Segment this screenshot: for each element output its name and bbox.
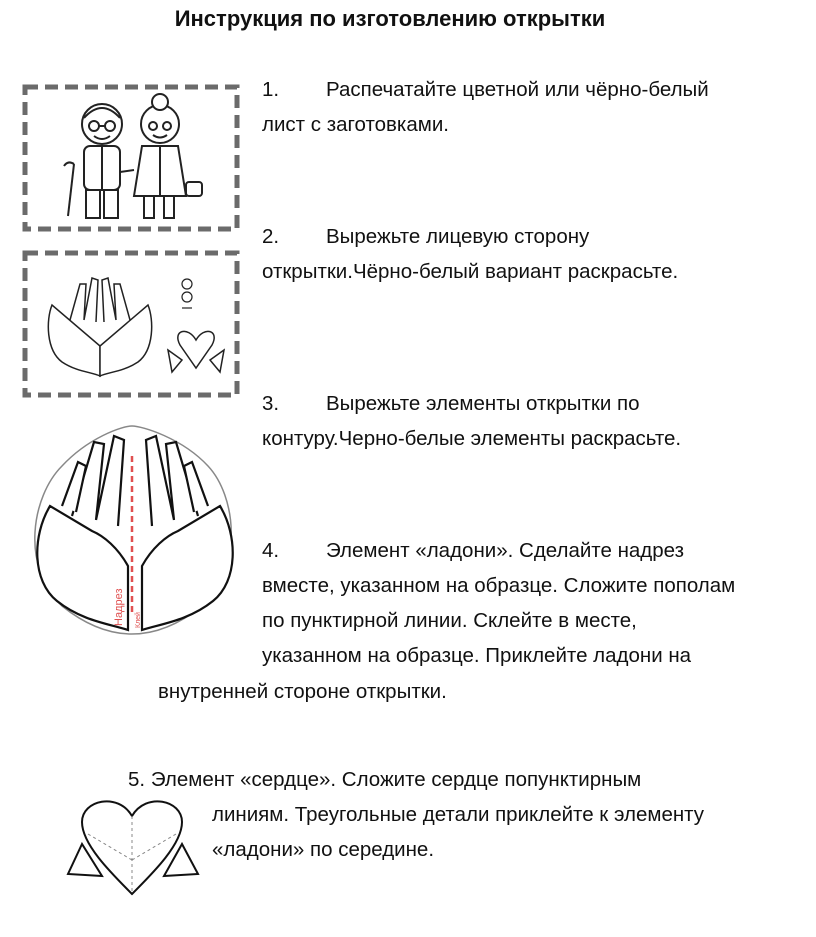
step-3: 3.Вырежьте элементы открытки по контуру.… bbox=[262, 386, 681, 456]
elements-frame bbox=[22, 250, 240, 398]
heart-icon bbox=[166, 330, 226, 374]
step-number: 4. bbox=[262, 539, 280, 562]
step-1: 1.Распечатайте цветной или чёрно-белый л… bbox=[262, 72, 709, 142]
card-front-frame bbox=[22, 84, 240, 232]
step-number: 2. bbox=[262, 225, 280, 248]
step-5-continued: линиям. Треугольные детали приклейте к э… bbox=[212, 803, 705, 861]
hands-element: Надрез Клей bbox=[34, 425, 234, 635]
step-5: 5. Элемент «сердце». Сложите сердце попу… bbox=[128, 768, 642, 791]
step-number: 1. bbox=[262, 78, 280, 101]
step-4: 4.Элемент «ладони». Сделайте надрез вмес… bbox=[262, 533, 735, 673]
heart-icon bbox=[66, 800, 200, 896]
step-number: 5. bbox=[128, 768, 146, 791]
step-2: 2.Вырежьте лицевую сторону открытки.Чёрн… bbox=[262, 219, 678, 289]
hands-icon bbox=[36, 434, 234, 632]
elderly-couple-icon bbox=[63, 93, 203, 219]
page-title: Инструкция по изготовлению открытки bbox=[174, 6, 606, 31]
cut-label: Надрез bbox=[113, 588, 125, 626]
glue-label: Клей bbox=[134, 612, 142, 628]
heart-element bbox=[66, 800, 200, 896]
step-number: 3. bbox=[262, 392, 280, 415]
hands-icon bbox=[47, 277, 153, 378]
step-4-continued: внутренней стороне открытки. bbox=[158, 680, 447, 703]
